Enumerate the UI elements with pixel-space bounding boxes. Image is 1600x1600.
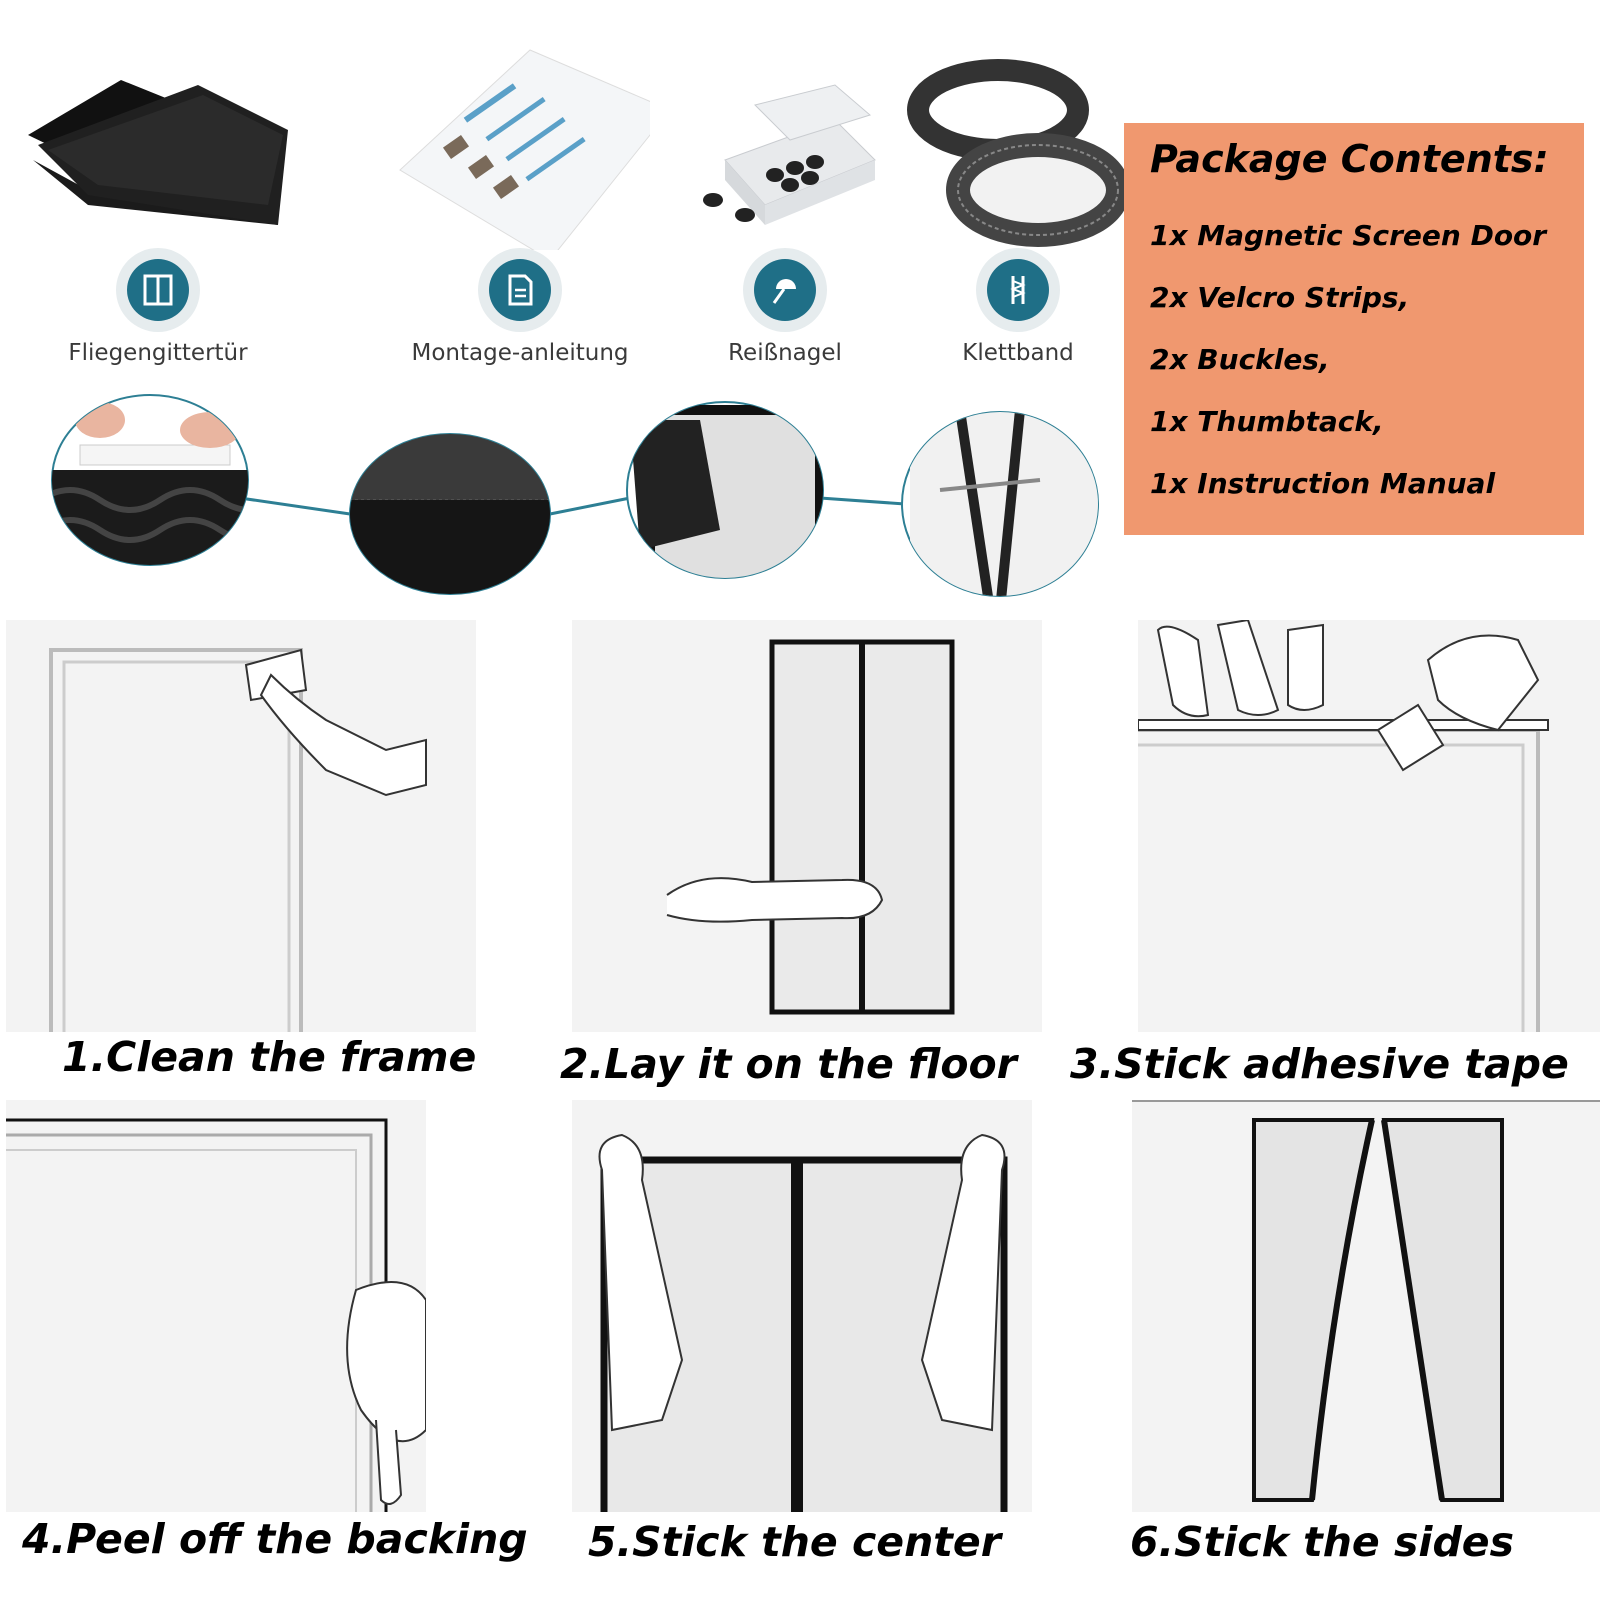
product-screen-door: Fliegengittertür bbox=[28, 40, 288, 366]
product-label: Montage-anleitung bbox=[411, 340, 629, 366]
thumbtack-badge bbox=[743, 248, 827, 332]
package-item: 1x Thumbtack, bbox=[1150, 405, 1384, 438]
product-thumbtack: Reißnagel bbox=[655, 40, 915, 366]
step-label: 3.Stick adhesive tape bbox=[1070, 1040, 1569, 1088]
door-panel-badge bbox=[116, 248, 200, 332]
manual-sheet-image bbox=[399, 49, 650, 250]
detail-closeups bbox=[51, 394, 1099, 597]
package-contents-box: Package Contents: 1x Magnetic Screen Doo… bbox=[1124, 123, 1584, 535]
step-5-illustration bbox=[572, 1100, 1032, 1512]
thumbtack-icon bbox=[772, 279, 796, 304]
step-4-illustration bbox=[6, 1100, 426, 1512]
connector-lines bbox=[239, 496, 906, 516]
package-item: 1x Instruction Manual bbox=[1150, 467, 1496, 500]
step-3-illustration bbox=[1138, 620, 1600, 1032]
clean-frame-drawing bbox=[49, 648, 427, 1032]
stick-center-drawing bbox=[598, 1133, 1008, 1512]
step-label: 6.Stick the sides bbox=[1130, 1518, 1515, 1566]
zipper-tape-icon bbox=[1010, 276, 1026, 304]
stick-tape-drawing bbox=[1138, 620, 1549, 1032]
closeup-velcro-edge bbox=[349, 433, 551, 595]
product-label: Reißnagel bbox=[728, 340, 842, 366]
product-label: Fliegengittertür bbox=[68, 340, 248, 366]
step-label: 5.Stick the center bbox=[588, 1518, 1001, 1566]
document-badge bbox=[478, 248, 562, 332]
product-label: Klettband bbox=[962, 340, 1074, 366]
stick-sides-drawing bbox=[1132, 1100, 1600, 1502]
folded-screen-door-image bbox=[28, 80, 288, 225]
product-instruction-manual: Montage-anleitung bbox=[390, 40, 650, 366]
product-velcro-tape: Klettband bbox=[888, 40, 1148, 366]
closeup-peel-tape bbox=[51, 394, 249, 566]
step-label: 1.Clean the frame bbox=[62, 1033, 477, 1081]
closeup-magnet-corner bbox=[626, 401, 824, 579]
package-contents-title: Package Contents: bbox=[1150, 137, 1549, 181]
closeup-curtain-strap bbox=[901, 411, 1099, 597]
door-panel-icon bbox=[143, 274, 173, 306]
package-item: 1x Magnetic Screen Door bbox=[1150, 219, 1547, 252]
step-6-illustration bbox=[1132, 1100, 1600, 1512]
lay-on-floor-drawing bbox=[666, 639, 955, 1015]
step-1-illustration bbox=[6, 620, 476, 1032]
step-label: 4.Peel off the backing bbox=[22, 1515, 528, 1563]
peel-backing-drawing bbox=[6, 1118, 426, 1512]
velcro-rolls-image bbox=[907, 59, 1130, 247]
zipper-tape-badge bbox=[976, 248, 1060, 332]
step-label: 2.Lay it on the floor bbox=[560, 1040, 1017, 1088]
package-item: 2x Velcro Strips, bbox=[1150, 281, 1410, 314]
document-icon bbox=[508, 274, 533, 306]
step-2-illustration bbox=[572, 620, 1042, 1032]
package-item: 2x Buckles, bbox=[1150, 343, 1330, 376]
thumbtack-box-image bbox=[703, 84, 876, 225]
